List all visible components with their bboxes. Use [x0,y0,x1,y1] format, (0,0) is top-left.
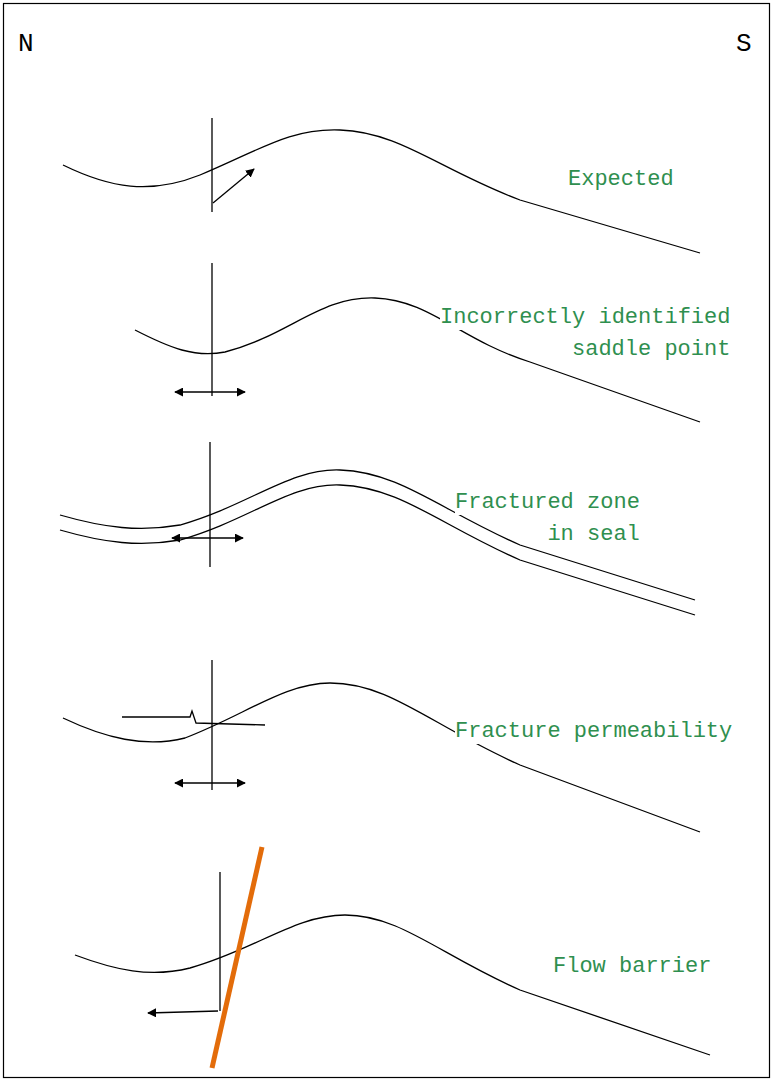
seal-base [60,485,695,615]
direction-label: S [736,26,752,64]
label-text: Flow barrier [553,954,711,979]
seal-horizon [75,915,710,1055]
flow-arrow [175,391,245,392]
frame [4,4,770,1078]
label-text: N [18,29,34,59]
seal-top [60,470,695,600]
scenario-label: Incorrectly identified saddle point [440,302,730,366]
flow-arrow [172,537,243,538]
flow-arrow [175,782,245,783]
scenario-label: Expected [568,164,674,196]
flow-arrow [148,1011,218,1013]
label-text: Fractured zone in seal [455,490,640,547]
label-text: Fracture permeability [455,719,732,744]
label-text: S [736,29,752,59]
label-text: Expected [568,167,674,192]
well [209,442,210,567]
direction-label: N [18,26,34,64]
fault-barrier [212,847,262,1068]
scenario-label: Fracture permeability [455,716,732,748]
fracture [122,711,265,725]
well [211,660,212,790]
well [211,118,212,212]
seal-horizon [63,130,700,253]
seal-horizon [63,683,700,832]
well [219,872,220,1011]
scenario-label: Fractured zone in seal [455,487,640,551]
flow-arrow [213,169,254,203]
label-text: Incorrectly identified saddle point [440,305,730,362]
scenario-label: Flow barrier [553,951,711,983]
well [211,263,212,396]
